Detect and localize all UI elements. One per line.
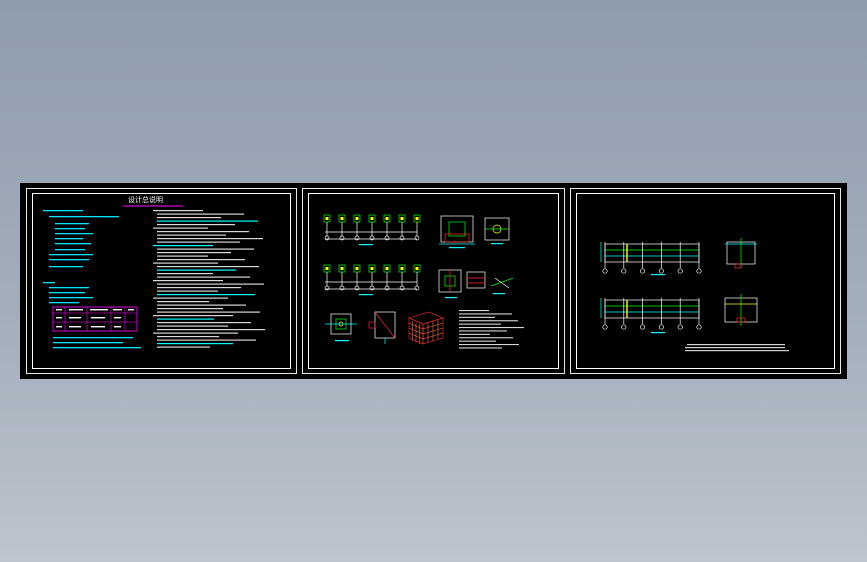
- notes-drawing: 设计总说明: [43, 195, 265, 349]
- notes-right-column: [153, 210, 265, 348]
- sheet-elevation-border: [576, 193, 835, 369]
- pit-plan-detail: [325, 313, 357, 342]
- sheet-notes-border: 设计总说明: [32, 193, 291, 369]
- isometric-cage-3d: [408, 311, 444, 345]
- elevation-label-bottom: [651, 332, 665, 334]
- sheet-notes[interactable]: 设计总说明: [26, 188, 297, 374]
- foundation-notes: [459, 310, 524, 349]
- sheet-foundation-border: [308, 193, 559, 369]
- foundation-drawing: [323, 214, 524, 349]
- elevation-label-top: [651, 274, 665, 276]
- notes-left-column: [43, 210, 141, 349]
- notes-title: 设计总说明: [128, 195, 163, 204]
- pit-section-detail: [368, 311, 396, 344]
- elevation-detail-bottom: [724, 294, 758, 326]
- elevation-detail-top: [725, 238, 757, 269]
- notes-table: [52, 306, 138, 332]
- foundation-plan-bottom: [323, 264, 421, 296]
- footing-section-detail: [439, 215, 510, 249]
- foundation-plan-top: [323, 214, 421, 246]
- elevation-notes: [685, 344, 789, 352]
- column-base-detail: [438, 269, 514, 299]
- drawing-layout-strip: 设计总说明: [20, 183, 847, 379]
- sheet-elevation[interactable]: [570, 188, 841, 374]
- elevation-bottom: [600, 298, 702, 330]
- elevation-top: [600, 242, 702, 274]
- sheet-foundation[interactable]: [302, 188, 565, 374]
- elevation-drawing: [600, 238, 789, 352]
